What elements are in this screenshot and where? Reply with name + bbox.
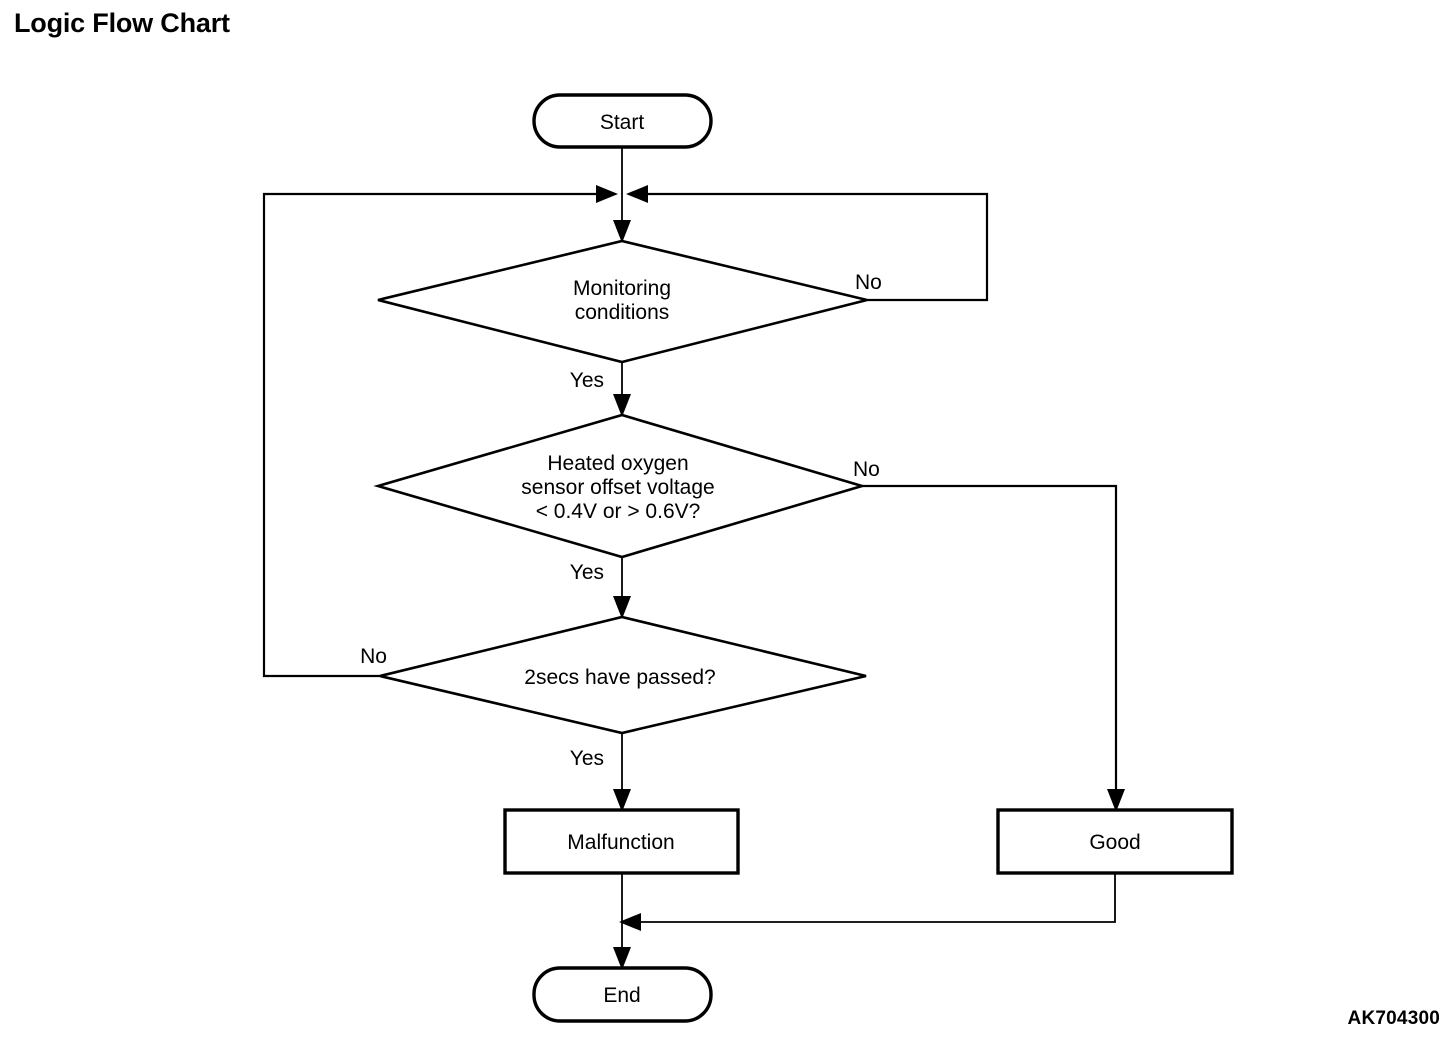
node-malfunction[interactable] [503,808,740,875]
node-end[interactable] [532,966,713,1023]
arrow-timer-yes-into-malfunction [613,789,631,812]
node-end-label: End [603,984,640,1007]
edge-label-monitoring-no: No [855,271,882,294]
edge-timer-no-loop [262,192,604,678]
arrow-monitoring-no-into-junction [626,185,648,203]
arrow-voltage-no-into-good [1107,789,1125,812]
node-good[interactable] [996,808,1234,875]
node-good-label: Good [1089,831,1140,854]
node-voltage-label-line3: < 0.4V or > 0.6V? [536,500,701,523]
page-title: Logic Flow Chart [14,8,230,38]
node-timer-label: 2secs have passed? [524,666,715,689]
arrow-good-into-main-line [619,913,641,931]
arrow-monitoring-yes [613,394,631,417]
node-timer-check[interactable] [379,615,867,735]
node-voltage-label-line1: Heated oxygen [547,452,688,475]
edge-label-voltage-no: No [853,458,880,481]
arrow-timer-no-into-junction [596,185,618,203]
node-start-label: Start [600,111,645,134]
node-monitoring-label-line2: conditions [575,301,670,324]
edge-label-timer-yes: Yes [570,747,604,770]
node-malfunction-label: Malfunction [567,831,674,854]
edge-good-to-end [632,873,1116,923]
node-monitoring-label-line1: Monitoring [573,277,671,300]
node-monitoring-conditions[interactable] [377,239,868,364]
edge-label-timer-no: No [360,645,387,668]
reference-code: AK704300 [1347,1008,1440,1029]
node-voltage-check[interactable] [373,413,867,559]
node-start[interactable] [532,93,713,149]
arrow-voltage-yes [613,596,631,619]
edge-monitoring-no-loop [640,192,989,302]
edge-label-monitoring-yes: Yes [570,369,604,392]
arrow-junction-to-monitoring [613,220,631,243]
node-voltage-label-line2: sensor offset voltage [521,476,714,499]
edge-label-voltage-yes: Yes [570,561,604,584]
edge-voltage-no [862,484,1118,800]
arrow-malfunction-to-end [613,947,631,970]
